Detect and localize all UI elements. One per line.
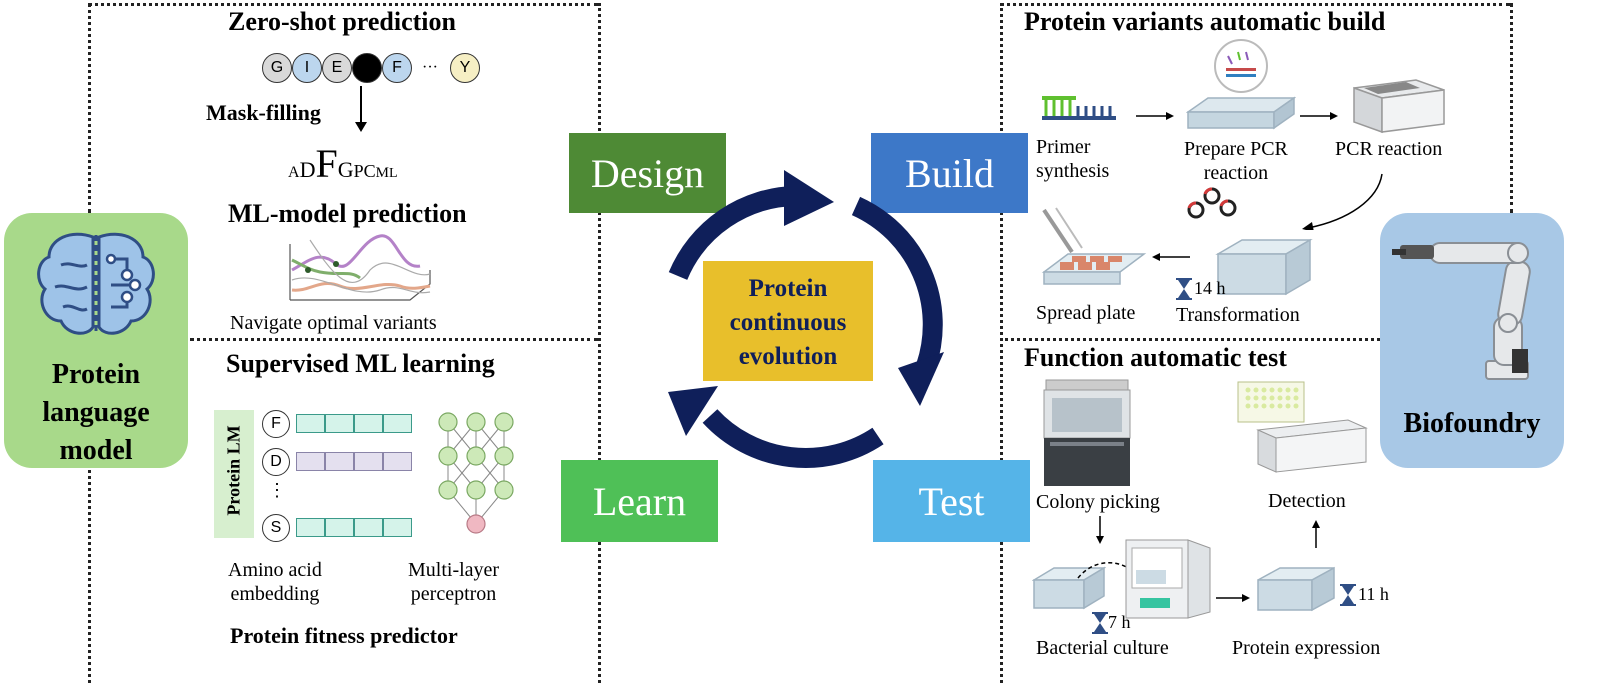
embedding-row-3	[296, 518, 412, 537]
mlp-network	[438, 412, 514, 534]
incubator-icon	[1125, 539, 1211, 619]
bacterial-culture-label: Bacterial culture	[1036, 637, 1169, 659]
sequence-tokens: G I E F ··· Y	[262, 53, 480, 83]
brain-icon	[37, 232, 155, 335]
hourglass-icon-7h	[1092, 612, 1108, 634]
detection-label: Detection	[1268, 490, 1346, 512]
learn-phase-box: Learn	[561, 460, 718, 542]
plasmid-icons	[1187, 187, 1237, 219]
spread-plate-label: Spread plate	[1036, 302, 1136, 324]
robot-arm-icon	[1392, 242, 1531, 380]
plate-reader-icon	[1237, 381, 1368, 473]
test-phase-box: Test	[873, 460, 1030, 542]
center-evolution-title: Protein continuous evolution	[703, 272, 873, 374]
supervised-heading: Supervised ML learning	[226, 349, 495, 378]
embedding-token-s: S	[262, 514, 290, 542]
center-title-line-2: continuous	[729, 309, 847, 336]
transformation-label: Transformation	[1176, 304, 1300, 326]
pcr-machine-icon	[1353, 79, 1445, 134]
divider-left-outer-bottom	[88, 470, 91, 683]
hourglass-icon-14h	[1176, 278, 1192, 300]
arrow-prepare-pcr	[1300, 112, 1338, 120]
divider-left-outer	[88, 3, 91, 213]
build-phase-box: Build	[871, 133, 1028, 213]
arrow-transformation-spread	[1152, 253, 1190, 261]
token-e: E	[322, 53, 352, 83]
biofoundry-title: Biofoundry	[1403, 408, 1541, 439]
arrow-expression-detection	[1312, 520, 1320, 548]
mask-filling-label: Mask-filling	[206, 100, 321, 125]
colony-picking-label: Colony picking	[1036, 491, 1160, 513]
mask-arrow	[355, 86, 367, 132]
spread-plate-icon	[1041, 207, 1147, 285]
pcr-plate-icon	[1186, 39, 1296, 130]
divider-left-vertical	[598, 3, 601, 683]
mlp-label: Multi-layer perceptron	[408, 559, 500, 605]
time-14h-label: 14 h	[1194, 278, 1226, 298]
build-heading: Protein variants automatic build	[1024, 7, 1386, 36]
time-7h-label: 7 h	[1108, 612, 1131, 632]
cycle-arrows	[668, 170, 944, 468]
protein-expression-label: Protein expression	[1232, 637, 1381, 659]
token-mask	[352, 53, 382, 83]
divider-right-middle	[1000, 338, 1380, 341]
embedding-vdots: ⋮	[268, 480, 286, 500]
arrow-colony-culture	[1096, 516, 1104, 544]
divider-left-middle	[190, 338, 598, 341]
transformation-plate-icon	[1215, 238, 1313, 296]
arrow-primer-prepare	[1136, 112, 1174, 120]
design-phase-box: Design	[569, 133, 726, 213]
arrow-culture-expression	[1216, 594, 1250, 602]
embedding-row-1	[296, 414, 412, 433]
navigate-label: Navigate optimal variants	[230, 312, 437, 334]
token-f: F	[382, 53, 412, 83]
plm-title-line-3: model	[59, 435, 133, 466]
center-title-line-1: Protein	[748, 275, 828, 302]
pcr-reaction-label: PCR reaction	[1335, 138, 1443, 160]
fitness-landscape-plot	[289, 234, 431, 301]
protein-lm-bar: Protein LM	[214, 410, 254, 538]
primer-label: Primer synthesis	[1036, 136, 1110, 182]
ml-model-heading: ML-model prediction	[228, 199, 467, 228]
prepare-pcr-label: Prepare PCR reaction	[1184, 138, 1288, 184]
test-heading: Function automatic test	[1024, 343, 1287, 372]
divider-top-right	[1000, 3, 1510, 6]
plm-title-line-1: Protein	[51, 359, 141, 390]
primer-icon	[1042, 96, 1116, 120]
protein-language-model-panel: Protein language model	[4, 213, 188, 468]
embedding-token-d: D	[262, 448, 290, 476]
embedding-label: Amino acid embedding	[228, 559, 322, 605]
hourglass-icon-11h	[1340, 584, 1356, 606]
protein-lm-label: Protein LM	[223, 425, 244, 516]
embedding-row-2	[296, 452, 412, 471]
divider-right-outer	[1510, 3, 1513, 213]
plm-title-line-2: language	[42, 397, 150, 428]
embedding-token-f: F	[262, 410, 290, 438]
token-i: I	[292, 53, 322, 83]
fitness-predictor-label: Protein fitness predictor	[230, 623, 458, 648]
culture-plate-icon	[1032, 566, 1106, 610]
token-g: G	[262, 53, 292, 83]
token-ellipsis: ···	[422, 59, 438, 76]
divider-top-left	[88, 3, 598, 6]
zero-shot-heading: Zero-shot prediction	[228, 7, 456, 36]
colony-picker-icon	[1043, 379, 1131, 486]
time-11h-label: 11 h	[1358, 584, 1389, 604]
divider-right-vertical	[1000, 3, 1003, 683]
center-evolution-box	[703, 261, 873, 381]
sequence-logo: ADFGPCML	[288, 141, 398, 186]
protein-language-model-title: Protein language model	[4, 356, 188, 470]
token-y: Y	[449, 53, 480, 83]
arrow-pcr-transformation	[1302, 173, 1383, 230]
center-title-line-3: evolution	[738, 343, 838, 370]
biofoundry-panel: Biofoundry	[1380, 213, 1564, 468]
expression-plate-icon	[1257, 566, 1335, 612]
